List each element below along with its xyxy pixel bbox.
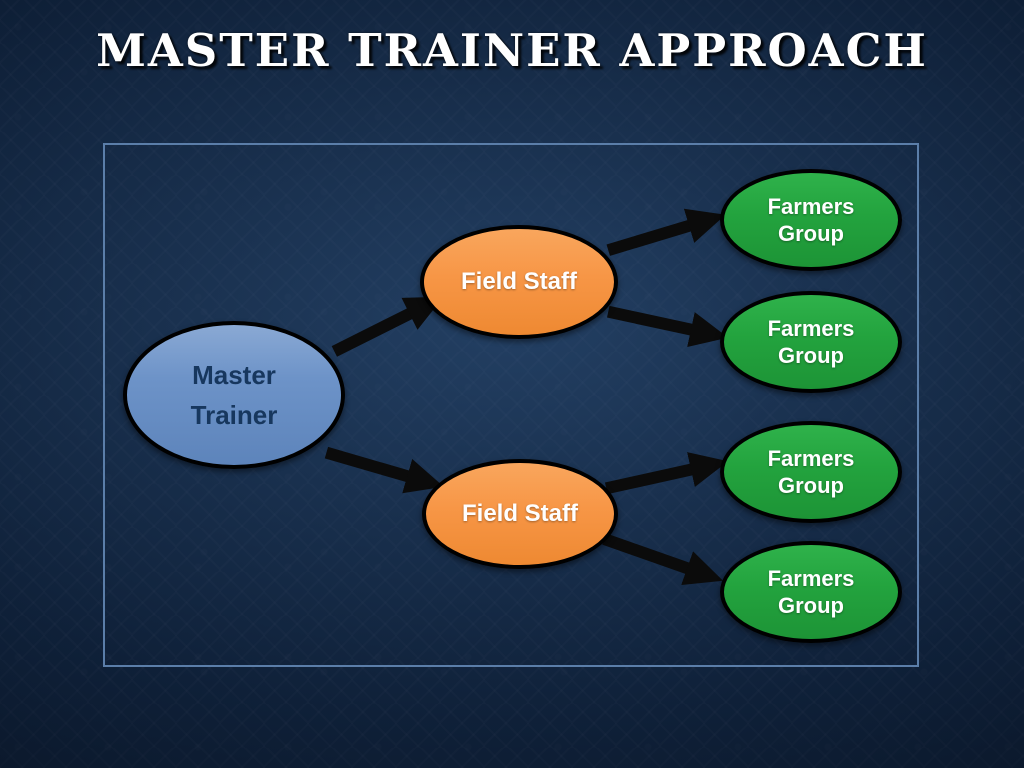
node-farmers-group-4-label: Farmers Group — [767, 565, 855, 619]
arrow-master-trainer-to-field-staff-bottom — [324, 446, 444, 494]
node-field-staff-top: Field Staff — [420, 225, 618, 339]
arrow-field-staff-top-to-farmers-group-2 — [606, 305, 729, 348]
node-farmers-group-2: Farmers Group — [720, 291, 902, 393]
node-farmers-group-3-label: Farmers Group — [767, 445, 855, 499]
diagram-frame: Master Trainer Field Staff Field Staff F… — [103, 143, 919, 667]
node-master-trainer: Master Trainer — [123, 321, 345, 469]
node-farmers-group-4: Farmers Group — [720, 541, 902, 643]
node-farmers-group-1: Farmers Group — [720, 169, 902, 271]
node-master-trainer-label: Master Trainer — [190, 359, 278, 430]
slide-title: MASTER TRAINER APPROACH — [96, 24, 928, 77]
arrow-field-staff-top-to-farmers-group-1 — [606, 208, 726, 256]
arrow-field-staff-bottom-to-farmers-group-3 — [604, 452, 729, 495]
node-field-staff-bottom-label: Field Staff — [461, 500, 578, 527]
arrow-master-trainer-to-field-staff-top — [331, 296, 444, 357]
node-farmers-group-3: Farmers Group — [720, 421, 902, 523]
node-field-staff-top-label: Field Staff — [460, 268, 577, 295]
node-field-staff-bottom: Field Staff — [422, 459, 618, 569]
arrow-field-staff-bottom-to-farmers-group-4 — [602, 533, 724, 585]
node-farmers-group-1-label: Farmers Group — [767, 193, 855, 247]
node-farmers-group-2-label: Farmers Group — [767, 315, 855, 369]
